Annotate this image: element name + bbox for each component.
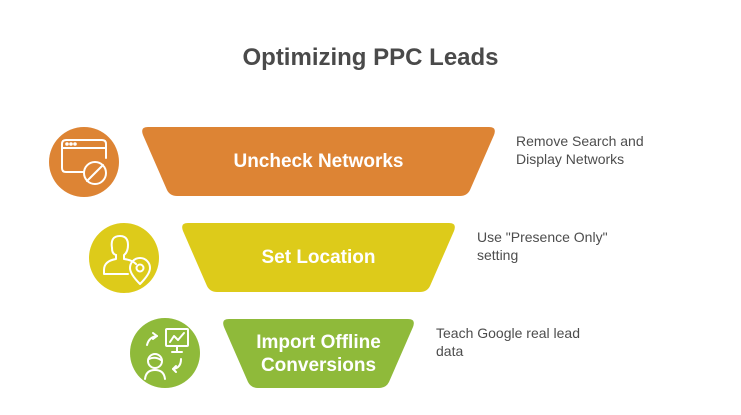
funnel-stage-2-shape [182,223,455,292]
stage-3-label: Import Offline Conversions [222,319,415,388]
stage-2-description-line1: Use "Presence Only" [477,229,608,245]
stage-3-label-line2: Conversions [260,354,377,376]
stage-1-label-text: Uncheck Networks [233,151,404,172]
user-location-icon [103,235,151,285]
stage-2-label-text: Set Location [261,247,376,268]
stage-1-description: Remove Search and Display Networks [516,132,644,168]
stage-1-description-line2: Display Networks [516,151,625,167]
browser-blocked-icon [61,139,107,185]
diagram-title: Optimizing PPC Leads [242,44,499,71]
stage-3-description-line1: Teach Google real lead [436,325,580,341]
stage-1-description-line1: Remove Search and [516,133,644,149]
stage-2-description-line2: setting [477,247,519,263]
stage-2-label: Set Location [181,223,456,292]
funnel-stage-1-shape [142,127,495,196]
funnel-stage-3-shape [223,319,414,388]
stage-3-label-line1: Import Offline [256,331,381,353]
stage-1-label: Uncheck Networks [141,127,496,196]
stage-3-description-line2: data [436,343,464,359]
stage-2-description: Use "Presence Only" setting [477,228,608,264]
stage-3-description: Teach Google real lead data [436,324,580,360]
user-data-exchange-icon [144,328,189,380]
